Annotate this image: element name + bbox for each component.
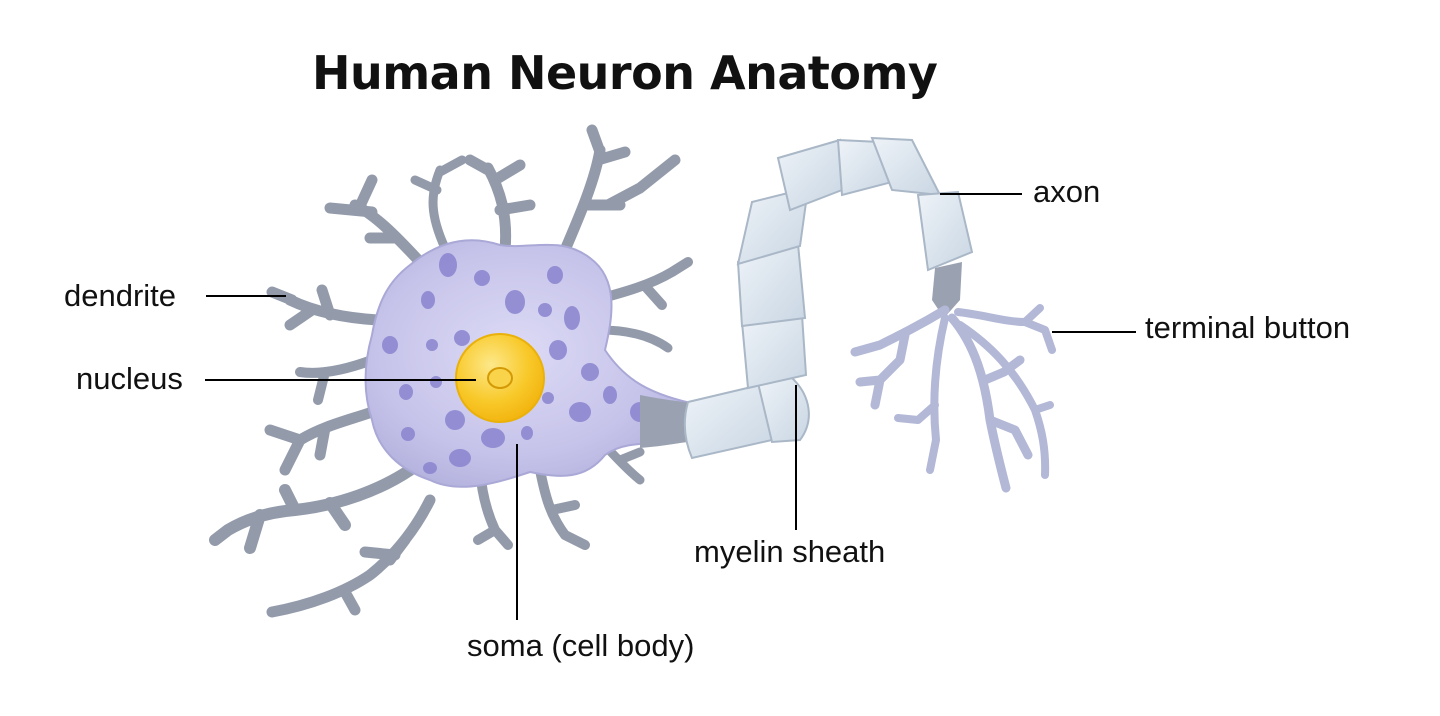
- label-soma: soma (cell body): [467, 628, 695, 663]
- label-axon: axon: [1033, 174, 1101, 209]
- label-myelin-sheath: myelin sheath: [694, 534, 886, 569]
- nucleolus-shape: [487, 367, 513, 389]
- leader-lines: [205, 193, 1136, 620]
- axon-terminals: [850, 304, 1056, 493]
- label-dendrite: dendrite: [64, 278, 177, 313]
- dendrites: [209, 124, 693, 618]
- diagram-title: Human Neuron Anatomy: [312, 46, 938, 100]
- label-terminal-button: terminal button: [1145, 310, 1351, 345]
- myelin-segments: [683, 136, 974, 460]
- label-nucleus: nucleus: [76, 361, 183, 396]
- axon-stem: [932, 262, 962, 318]
